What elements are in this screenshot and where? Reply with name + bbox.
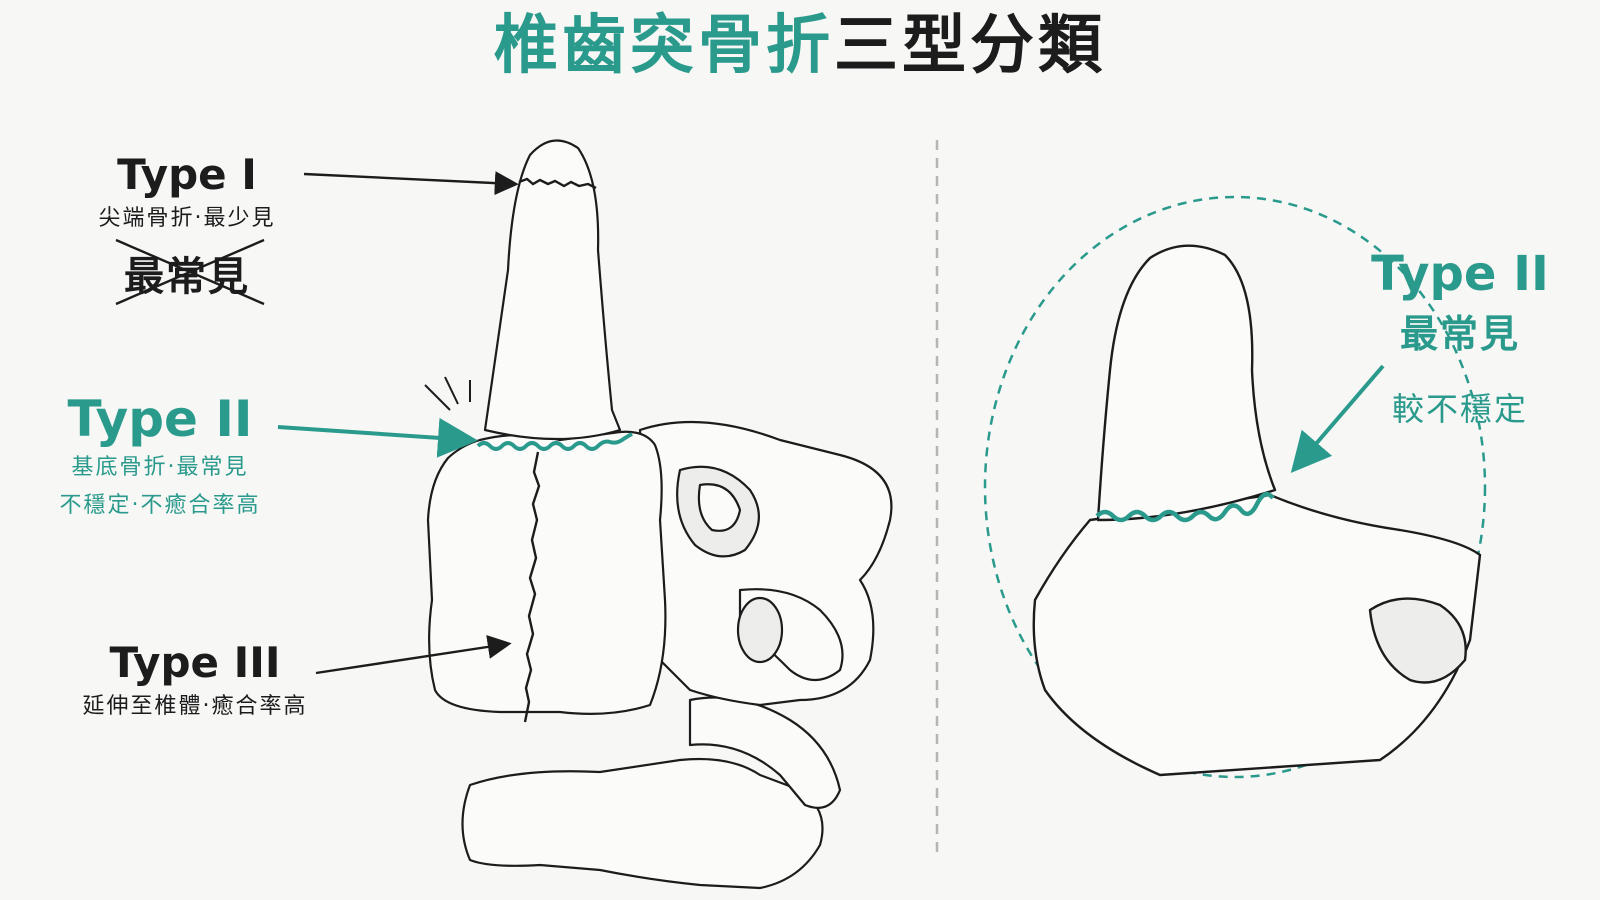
type2-desc1: 基底骨折‧最常見 (71, 455, 249, 480)
type1-name: Type I (117, 150, 257, 199)
type3-name: Type III (109, 638, 281, 687)
closeup-arrow (1290, 364, 1385, 474)
detail-desc1: 最常見 (1399, 311, 1520, 356)
closeup-facet (1368, 597, 1467, 684)
type1-fracture-line (518, 177, 597, 190)
strikethrough-cross (115, 238, 265, 306)
detail-name: Type II (1371, 246, 1549, 302)
page-title: 椎齒突骨折三型分類 (0, 14, 1600, 78)
closeup-fracture-line (1095, 491, 1275, 523)
type2-label: Type II 基底骨折‧最常見 不穩定‧不癒合率高 (30, 392, 290, 522)
type3-arrow (315, 635, 512, 675)
closeup-dens (1096, 244, 1277, 522)
lateral-mass (638, 420, 893, 707)
foramen (736, 596, 784, 664)
type1-arrow (303, 171, 519, 196)
type1-struck-text: 最常見 (115, 238, 265, 306)
type3-fracture-line (523, 451, 541, 723)
title-rest: 三型分類 (834, 9, 1106, 83)
type2-name: Type II (67, 390, 253, 448)
type2-desc2: 不穩定‧不癒合率高 (59, 492, 261, 518)
type2-fracture-line (476, 432, 633, 451)
type1-desc: 尖端骨折‧最少見 (98, 206, 276, 232)
magnify-outline (983, 195, 1487, 779)
type1-label: Type I 尖端骨折‧最少見 最常見 (62, 150, 312, 306)
detail-desc2: 較不穩定 (1391, 389, 1528, 428)
detail-label: Type II 最常見 較不穩定 (1370, 248, 1550, 430)
c3-vertebra (461, 757, 824, 890)
c2-vertebra-drawing (426, 139, 893, 890)
dens (483, 139, 622, 441)
dens-closeup-drawing (1032, 244, 1482, 777)
type3-label: Type III 延伸至椎體‧癒合率高 (50, 638, 340, 728)
type3-desc: 延伸至椎體‧癒合率高 (82, 694, 308, 720)
vertebral-body (426, 430, 667, 715)
title-accent: 椎齒突骨折 (494, 9, 834, 83)
type2-arrow (277, 417, 478, 458)
emphasis-marks (424, 376, 471, 411)
